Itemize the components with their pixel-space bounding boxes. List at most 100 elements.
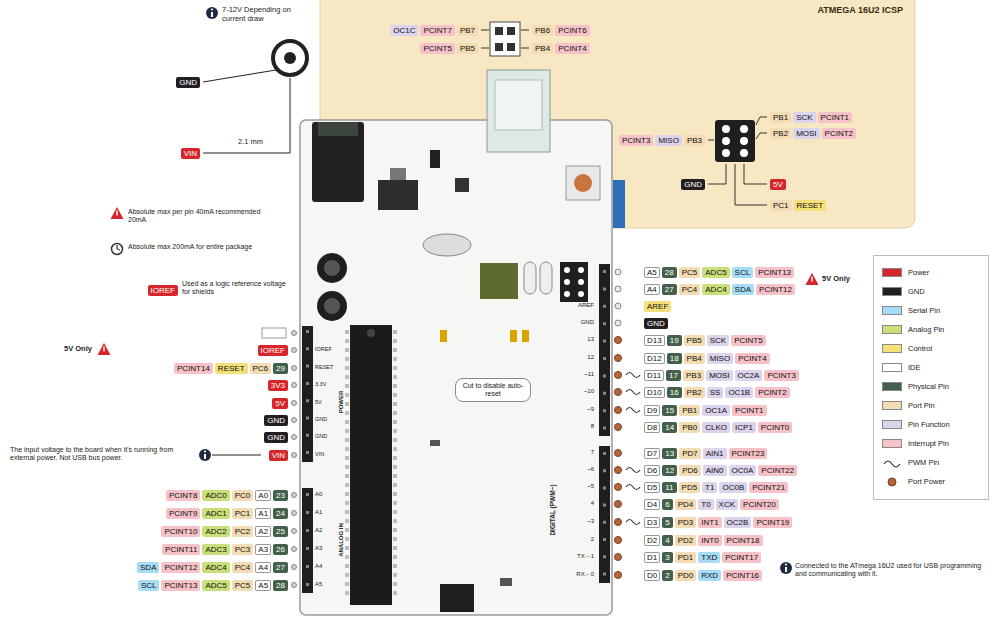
port-pin-tag: PB5 — [457, 43, 478, 54]
interrupt-pin-tag: PCINT11 — [162, 544, 200, 555]
leader-line — [756, 133, 767, 139]
pin-name: D9 — [647, 406, 657, 415]
pin-name: PB4 — [687, 354, 702, 363]
regulator-tab — [390, 168, 406, 180]
pin-name: PCINT3 — [622, 136, 650, 145]
pin-name: VIN — [184, 149, 197, 158]
legend-text: Power — [908, 268, 929, 278]
leader-line — [735, 164, 767, 205]
port-pin-tag: PC5 — [232, 580, 254, 591]
info-icon-bar — [204, 454, 206, 459]
smd-part — [455, 178, 469, 192]
pwm-symbol — [626, 373, 640, 378]
port-pin-tag: PC0 — [232, 490, 254, 501]
pin-name: PCINT8 — [169, 491, 197, 500]
digital-header — [599, 264, 610, 436]
power-pin-tag: 5V — [272, 398, 288, 409]
pin-name: MOSI — [709, 371, 729, 380]
pin-name: T1 — [705, 483, 714, 492]
silk-pin-label: RX←0 — [556, 571, 594, 578]
leader-line — [481, 48, 489, 49]
pin-dot — [615, 303, 621, 309]
icsp-header — [560, 262, 588, 302]
legend-text: Physical Pin — [908, 382, 949, 392]
pin-name: 5V — [275, 399, 285, 408]
interrupt-pin-tag: PCINT21 — [749, 482, 788, 493]
pin-name: A2 — [258, 527, 268, 536]
header-pin — [740, 125, 748, 133]
pin-name: OC2A — [738, 371, 760, 380]
info-icon-disc — [206, 7, 218, 19]
pin-name: 15 — [665, 406, 674, 415]
pin-dot — [615, 269, 621, 275]
warning-icon — [98, 343, 111, 355]
header-pin — [740, 137, 748, 145]
note-text: Absolute max 200mA for entire package — [128, 243, 268, 251]
power-pin-tag: IOREF — [148, 285, 178, 296]
silk-pin-label: IOREF — [315, 346, 332, 352]
pin-name: MISO — [710, 354, 730, 363]
serial-pin-tag: TXD — [698, 552, 720, 563]
interrupt-pin-tag: PCINT18 — [724, 535, 763, 546]
pin-dot — [292, 366, 297, 371]
pin-name: PCINT22 — [761, 466, 794, 475]
header-pins — [603, 270, 606, 432]
pin-name: GND — [647, 319, 665, 328]
leader-line — [708, 164, 726, 184]
warning-text: 5V Only — [64, 345, 92, 354]
pin-name: 13 — [665, 449, 674, 458]
ground-pin-tag: GND — [176, 77, 200, 88]
legend-text: Analog Pin — [908, 325, 944, 335]
header-strip — [613, 180, 625, 228]
resonator — [540, 262, 552, 294]
analog-header — [302, 488, 313, 593]
pin-dot — [292, 565, 297, 570]
interrupt-pin-tag: PCINT4 — [555, 43, 589, 54]
icsp-panel: ATMEGA 16U2 ICSPOC1CPCINT7PB7PCINT5PB5PB… — [320, 0, 915, 228]
pin-name: PB2 — [687, 388, 702, 397]
port-pin-tag: PD1 — [675, 552, 697, 563]
legend-swatch — [882, 382, 902, 391]
pin-name: TXD — [701, 553, 717, 562]
pin-function-tag: MISO — [655, 135, 681, 146]
silk-pin-label: 8 — [556, 423, 594, 430]
pin-name: IOREF — [151, 286, 175, 295]
capacitor — [317, 253, 347, 283]
port-pin-tag: PD7 — [679, 448, 701, 459]
silk-pin-label: ~11 — [556, 371, 594, 378]
interrupt-pin-tag: PCINT12 — [756, 284, 795, 295]
port-pin-tag: PC1 — [770, 200, 792, 211]
pin-name: OC0A — [732, 466, 754, 475]
pin-name: PCINT4 — [558, 44, 586, 53]
control-pin-tag: RESET — [215, 363, 248, 374]
pin-name: PCINT16 — [726, 571, 759, 580]
ide-pin-tag: D8 — [644, 422, 660, 433]
pin-name: MOSI — [796, 129, 816, 138]
port-pin-tag: PB4 — [684, 353, 705, 364]
power-pin-tag: 5V — [770, 179, 786, 190]
pin-name: D2 — [647, 536, 657, 545]
ide-pin-tag: A0 — [255, 490, 271, 501]
pin-function-tag: OC2A — [735, 370, 763, 381]
serial-pin-tag: SCL — [732, 267, 754, 278]
pin-name: 28 — [276, 581, 285, 590]
pin-name: SCK — [796, 113, 812, 122]
pin-name: PC6 — [253, 364, 269, 373]
pwm-symbols — [626, 373, 640, 525]
silk-pin-label: TX→1 — [556, 553, 594, 560]
ide-pin-tag: D13 — [644, 335, 665, 346]
legend-text: Serial Pin — [908, 306, 940, 316]
pin-name: D5 — [647, 483, 657, 492]
ide-pin-tag: A5 — [255, 580, 271, 591]
pin-dot — [292, 493, 297, 498]
capacitor-top — [324, 298, 340, 314]
pin-name: PCINT21 — [752, 483, 785, 492]
pin-name: 26 — [276, 545, 285, 554]
physical-pin-tag: 23 — [273, 490, 288, 501]
usb-opening — [495, 80, 542, 130]
pin-name: PCINT12 — [759, 285, 792, 294]
port-pin-tag: PD2 — [675, 535, 697, 546]
board-outline — [300, 120, 612, 615]
pin-name: OC1A — [705, 406, 727, 415]
pin-name: 5 — [665, 518, 669, 527]
